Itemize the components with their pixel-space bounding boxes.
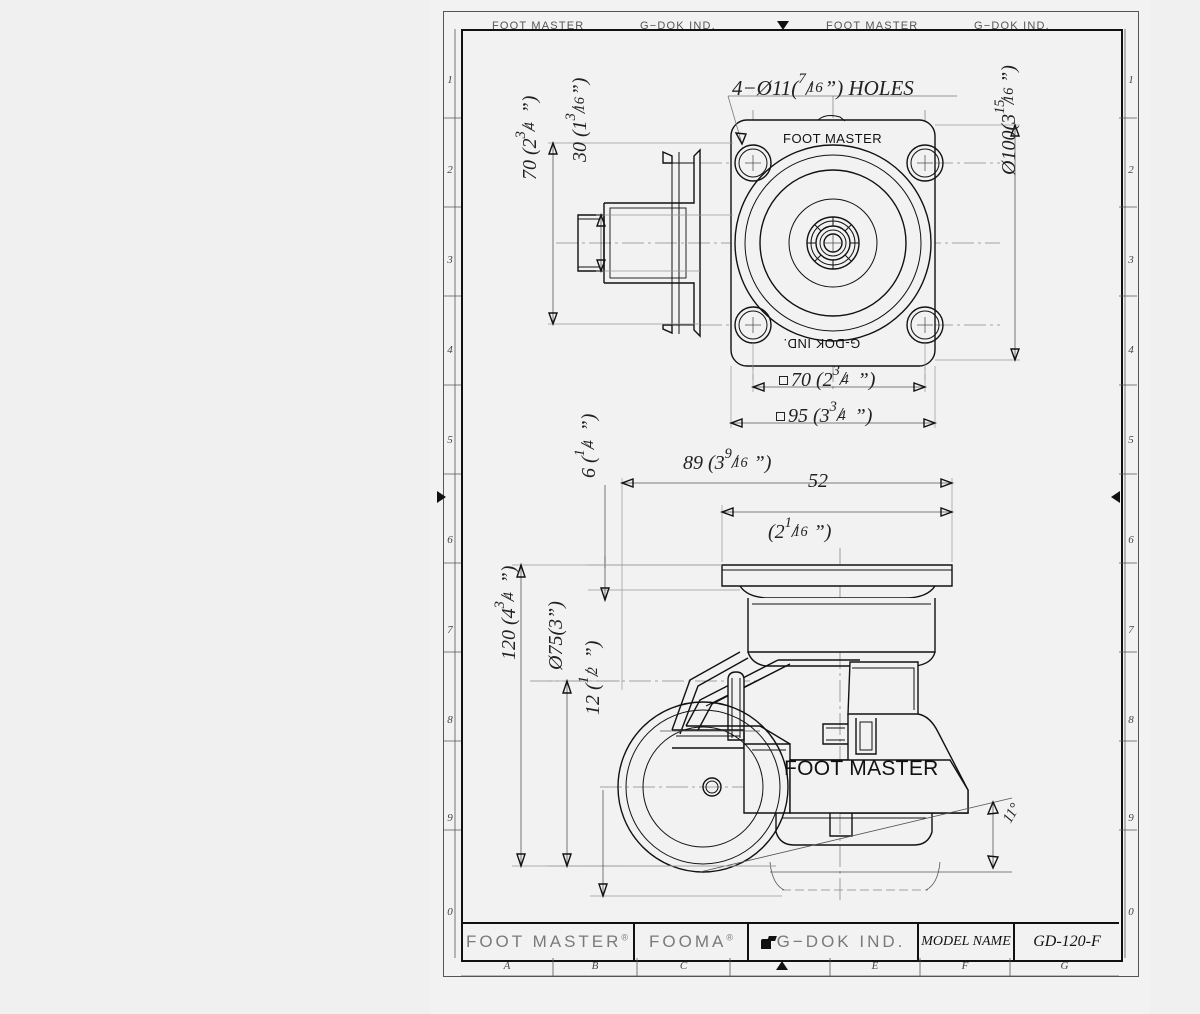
dim-6: 6 (1/4”): [571, 413, 600, 478]
dim-120-pre: 120 (4: [498, 608, 520, 660]
bottom-center-marker-icon: [776, 961, 788, 970]
dim-sq95-pre: 95 (3: [788, 405, 830, 427]
side-brand-text: FOOT MASTER: [784, 757, 939, 780]
dim-52-value: 52: [808, 470, 828, 492]
foot-pad-block: [789, 759, 969, 814]
tb-divider-3: [917, 924, 919, 960]
tb-divider-4: [1013, 924, 1015, 960]
dim-sq70-pre: 70 (2: [791, 369, 833, 391]
col-label-g: G: [1060, 960, 1069, 972]
title-block-model-label: MODEL NAME: [919, 924, 1013, 960]
dim-holes-den: 16: [807, 80, 823, 97]
dim-52-post: ”): [813, 521, 832, 543]
wheel-outer: [617, 701, 789, 873]
axle-hole: [702, 777, 722, 797]
row-label-9: 9: [447, 812, 453, 824]
row-label-right-4: 4: [1128, 344, 1134, 356]
row-label-right-5: 5: [1128, 434, 1134, 446]
tb-divider-2: [747, 924, 749, 960]
row-label-right-9: 9: [1128, 812, 1134, 824]
dim-dia75: Ø75(3”): [545, 601, 567, 670]
row-label-right-0: 0: [1128, 906, 1134, 918]
row-label-0: 0: [447, 906, 453, 918]
dim-89-post: ”): [753, 452, 772, 474]
row-label-2: 2: [447, 164, 453, 176]
dim-holes-num: 7: [798, 70, 806, 87]
row-label-right-1: 1: [1128, 74, 1134, 86]
raceway-outer-circle: [734, 144, 932, 342]
col-label-f: F: [961, 960, 969, 972]
brand1-registered-icon: ®: [621, 932, 629, 943]
dim-sq70-post: ”): [857, 369, 876, 391]
dim-sq95-post: ”): [854, 405, 873, 427]
dim-12-pre: 12 (: [582, 683, 604, 715]
row-label-5: 5: [447, 434, 453, 446]
dim-12: 12 (1/2”): [575, 640, 604, 715]
right-center-marker-icon: [1111, 491, 1120, 503]
row-label-right-8: 8: [1128, 714, 1134, 726]
dim-120-post: ”): [498, 565, 520, 584]
plate-brand-top: FOOT MASTER: [783, 131, 883, 146]
square-symbol-icon-2: [776, 412, 785, 421]
tb-divider-1: [633, 924, 635, 960]
row-label-1: 1: [447, 74, 453, 86]
top-center-marker-icon: [777, 21, 789, 30]
title-block-brand-foot-master: FOOT MASTER®: [461, 924, 633, 960]
col-label-c: C: [679, 960, 688, 972]
row-label-4: 4: [447, 344, 453, 356]
row-label-7: 7: [447, 624, 453, 636]
dim-holes-callout: 4−Ø11(7/16”) HOLES: [732, 70, 914, 100]
mounting-plate: [721, 564, 953, 587]
row-label-3: 3: [447, 254, 453, 266]
dim-holes-pre: 4−Ø11(: [732, 76, 799, 100]
row-label-8: 8: [447, 714, 453, 726]
row-label-right-3: 3: [1128, 254, 1134, 266]
title-block-brand-gdok: G−DOK IND.: [749, 924, 917, 960]
row-label-right-7: 7: [1128, 624, 1134, 636]
brand-fooma-text: FOOMA: [649, 932, 727, 951]
row-label-6: 6: [447, 534, 453, 546]
dim-6-pre: 6 (: [578, 456, 600, 478]
dim-6-post: ”): [578, 413, 600, 432]
model-number-text: GD-120-F: [1033, 933, 1101, 950]
model-name-label: MODEL NAME: [921, 934, 1011, 949]
gdok-logo-icon: [760, 936, 776, 949]
title-block-model-value: GD-120-F: [1015, 924, 1119, 960]
title-block: FOOT MASTER® FOOMA® G−DOK IND. MODEL NAM…: [461, 922, 1119, 960]
swivel-housing: [747, 598, 936, 653]
row-label-right-6: 6: [1128, 534, 1134, 546]
row-label-right-2: 2: [1128, 164, 1134, 176]
dim-89-pre: 89 (3: [683, 452, 725, 474]
brand-foot-master-text: FOOT MASTER: [465, 932, 622, 951]
dim-12-post: ”): [582, 640, 604, 659]
dim-holes-post: ”) HOLES: [824, 76, 914, 100]
brand2-registered-icon: ®: [726, 932, 733, 943]
square-symbol-icon: [779, 376, 788, 385]
col-label-a: A: [503, 960, 511, 972]
dim-52-pre: (2: [768, 521, 785, 543]
col-label-e: E: [871, 960, 879, 972]
left-center-marker-icon: [437, 491, 446, 503]
brand-gdok-text: G−DOK IND.: [776, 932, 906, 951]
title-block-brand-fooma: FOOMA®: [635, 924, 747, 960]
col-label-b: B: [591, 960, 599, 972]
